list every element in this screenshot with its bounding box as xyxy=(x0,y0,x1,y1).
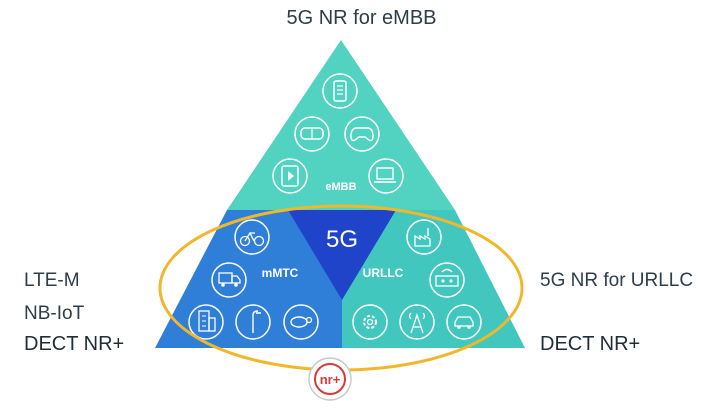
left-label-lte-m: LTE-M xyxy=(24,270,80,291)
nr-plus-logo: nr+ xyxy=(308,357,352,401)
car-icon xyxy=(446,304,482,340)
phone-icon xyxy=(322,73,358,109)
core-label: 5G xyxy=(326,226,358,253)
embb-segment xyxy=(227,40,455,210)
embb-title: 5G NR for eMBB xyxy=(286,7,437,29)
factory-icon xyxy=(406,219,442,255)
laptop-icon xyxy=(368,158,404,194)
left-label-nb-iot: NB-IoT xyxy=(24,303,85,324)
right-label-urllc: 5G NR for URLLC xyxy=(540,270,694,291)
streetlight-icon xyxy=(235,304,271,340)
gear-icon xyxy=(352,304,388,340)
bicycle-icon xyxy=(234,219,270,255)
embb-label: eMBB xyxy=(325,181,356,193)
play-icon xyxy=(272,158,308,194)
gamepad-icon xyxy=(344,116,380,152)
truck-icon xyxy=(211,262,247,298)
mmtc-segment xyxy=(155,210,342,348)
building-icon xyxy=(188,304,224,340)
core-5g-segment xyxy=(288,210,396,300)
sheep-icon xyxy=(283,304,319,340)
vr-headset-icon xyxy=(294,116,330,152)
urllc-label: URLLC xyxy=(363,266,404,280)
mmtc-label: mMTC xyxy=(262,266,299,280)
machine-icon xyxy=(429,262,465,298)
logo-text: nr+ xyxy=(320,372,341,387)
left-label-dect-nr: DECT NR+ xyxy=(24,333,125,355)
antenna-icon xyxy=(399,304,435,340)
right-label-dect-nr: DECT NR+ xyxy=(540,333,641,355)
